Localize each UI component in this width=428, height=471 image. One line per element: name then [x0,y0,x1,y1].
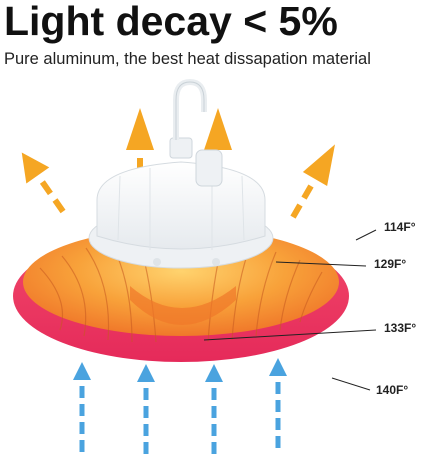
temperature-leader-lines [203,229,377,391]
cool-air-arrow-icon [137,364,155,454]
temperature-label-114: 114F° [384,220,416,234]
temperature-label-140: 140F° [376,383,409,397]
hot-air-arrow-icon [290,144,335,219]
cool-air-arrow-icon [73,362,91,452]
cool-air-arrow-icon [269,358,287,448]
temperature-label-133: 133F° [384,321,417,335]
lamp-housing [88,78,274,269]
headline: Light decay < 5% [4,0,338,44]
cool-air-arrows [73,358,287,454]
subheadline: Pure aluminum, the best heat dissapation… [4,50,371,68]
temperature-label-129: 129F° [374,257,407,271]
hot-air-arrow-icon [21,152,66,214]
hot-air-arrows [21,108,335,219]
cool-air-arrow-icon [205,364,223,454]
